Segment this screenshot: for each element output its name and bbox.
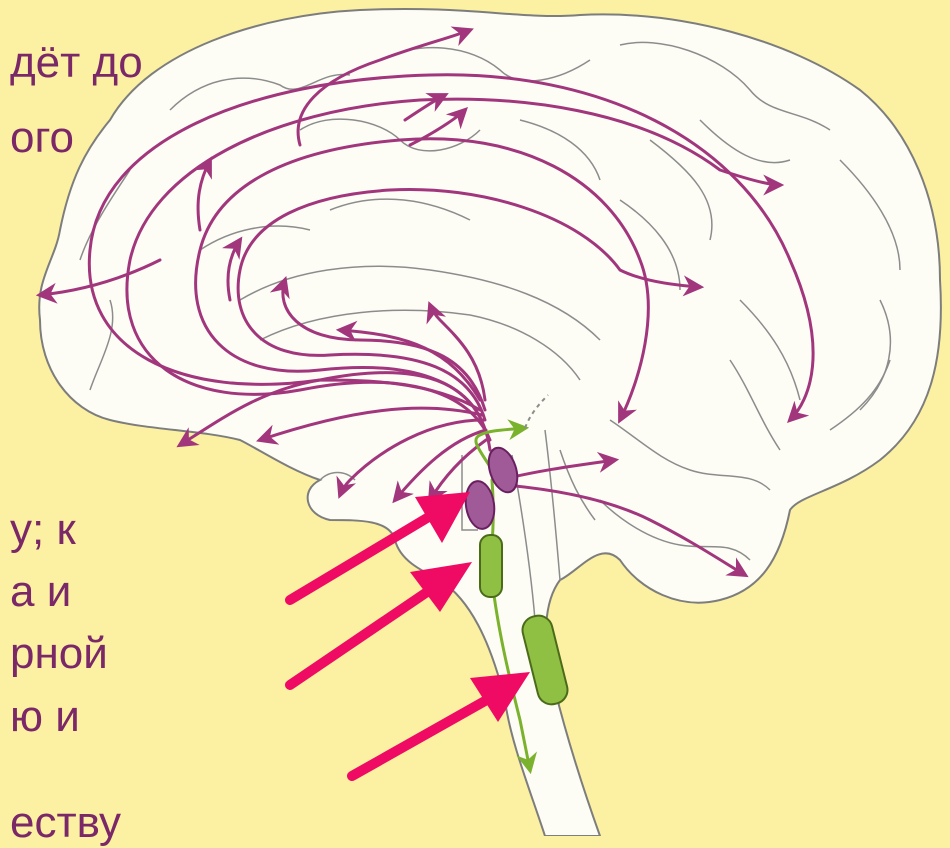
- text-line-5: рной: [10, 629, 108, 679]
- text-line-3: у; к: [10, 505, 76, 555]
- text-line-7: еству: [10, 798, 121, 848]
- text-line-2: ого: [10, 113, 74, 163]
- text-line-4: а и: [10, 567, 71, 617]
- text-line-1: дёт до: [10, 38, 143, 88]
- text-line-6: ю и: [10, 692, 80, 742]
- pointer-arrow-3: [352, 672, 530, 776]
